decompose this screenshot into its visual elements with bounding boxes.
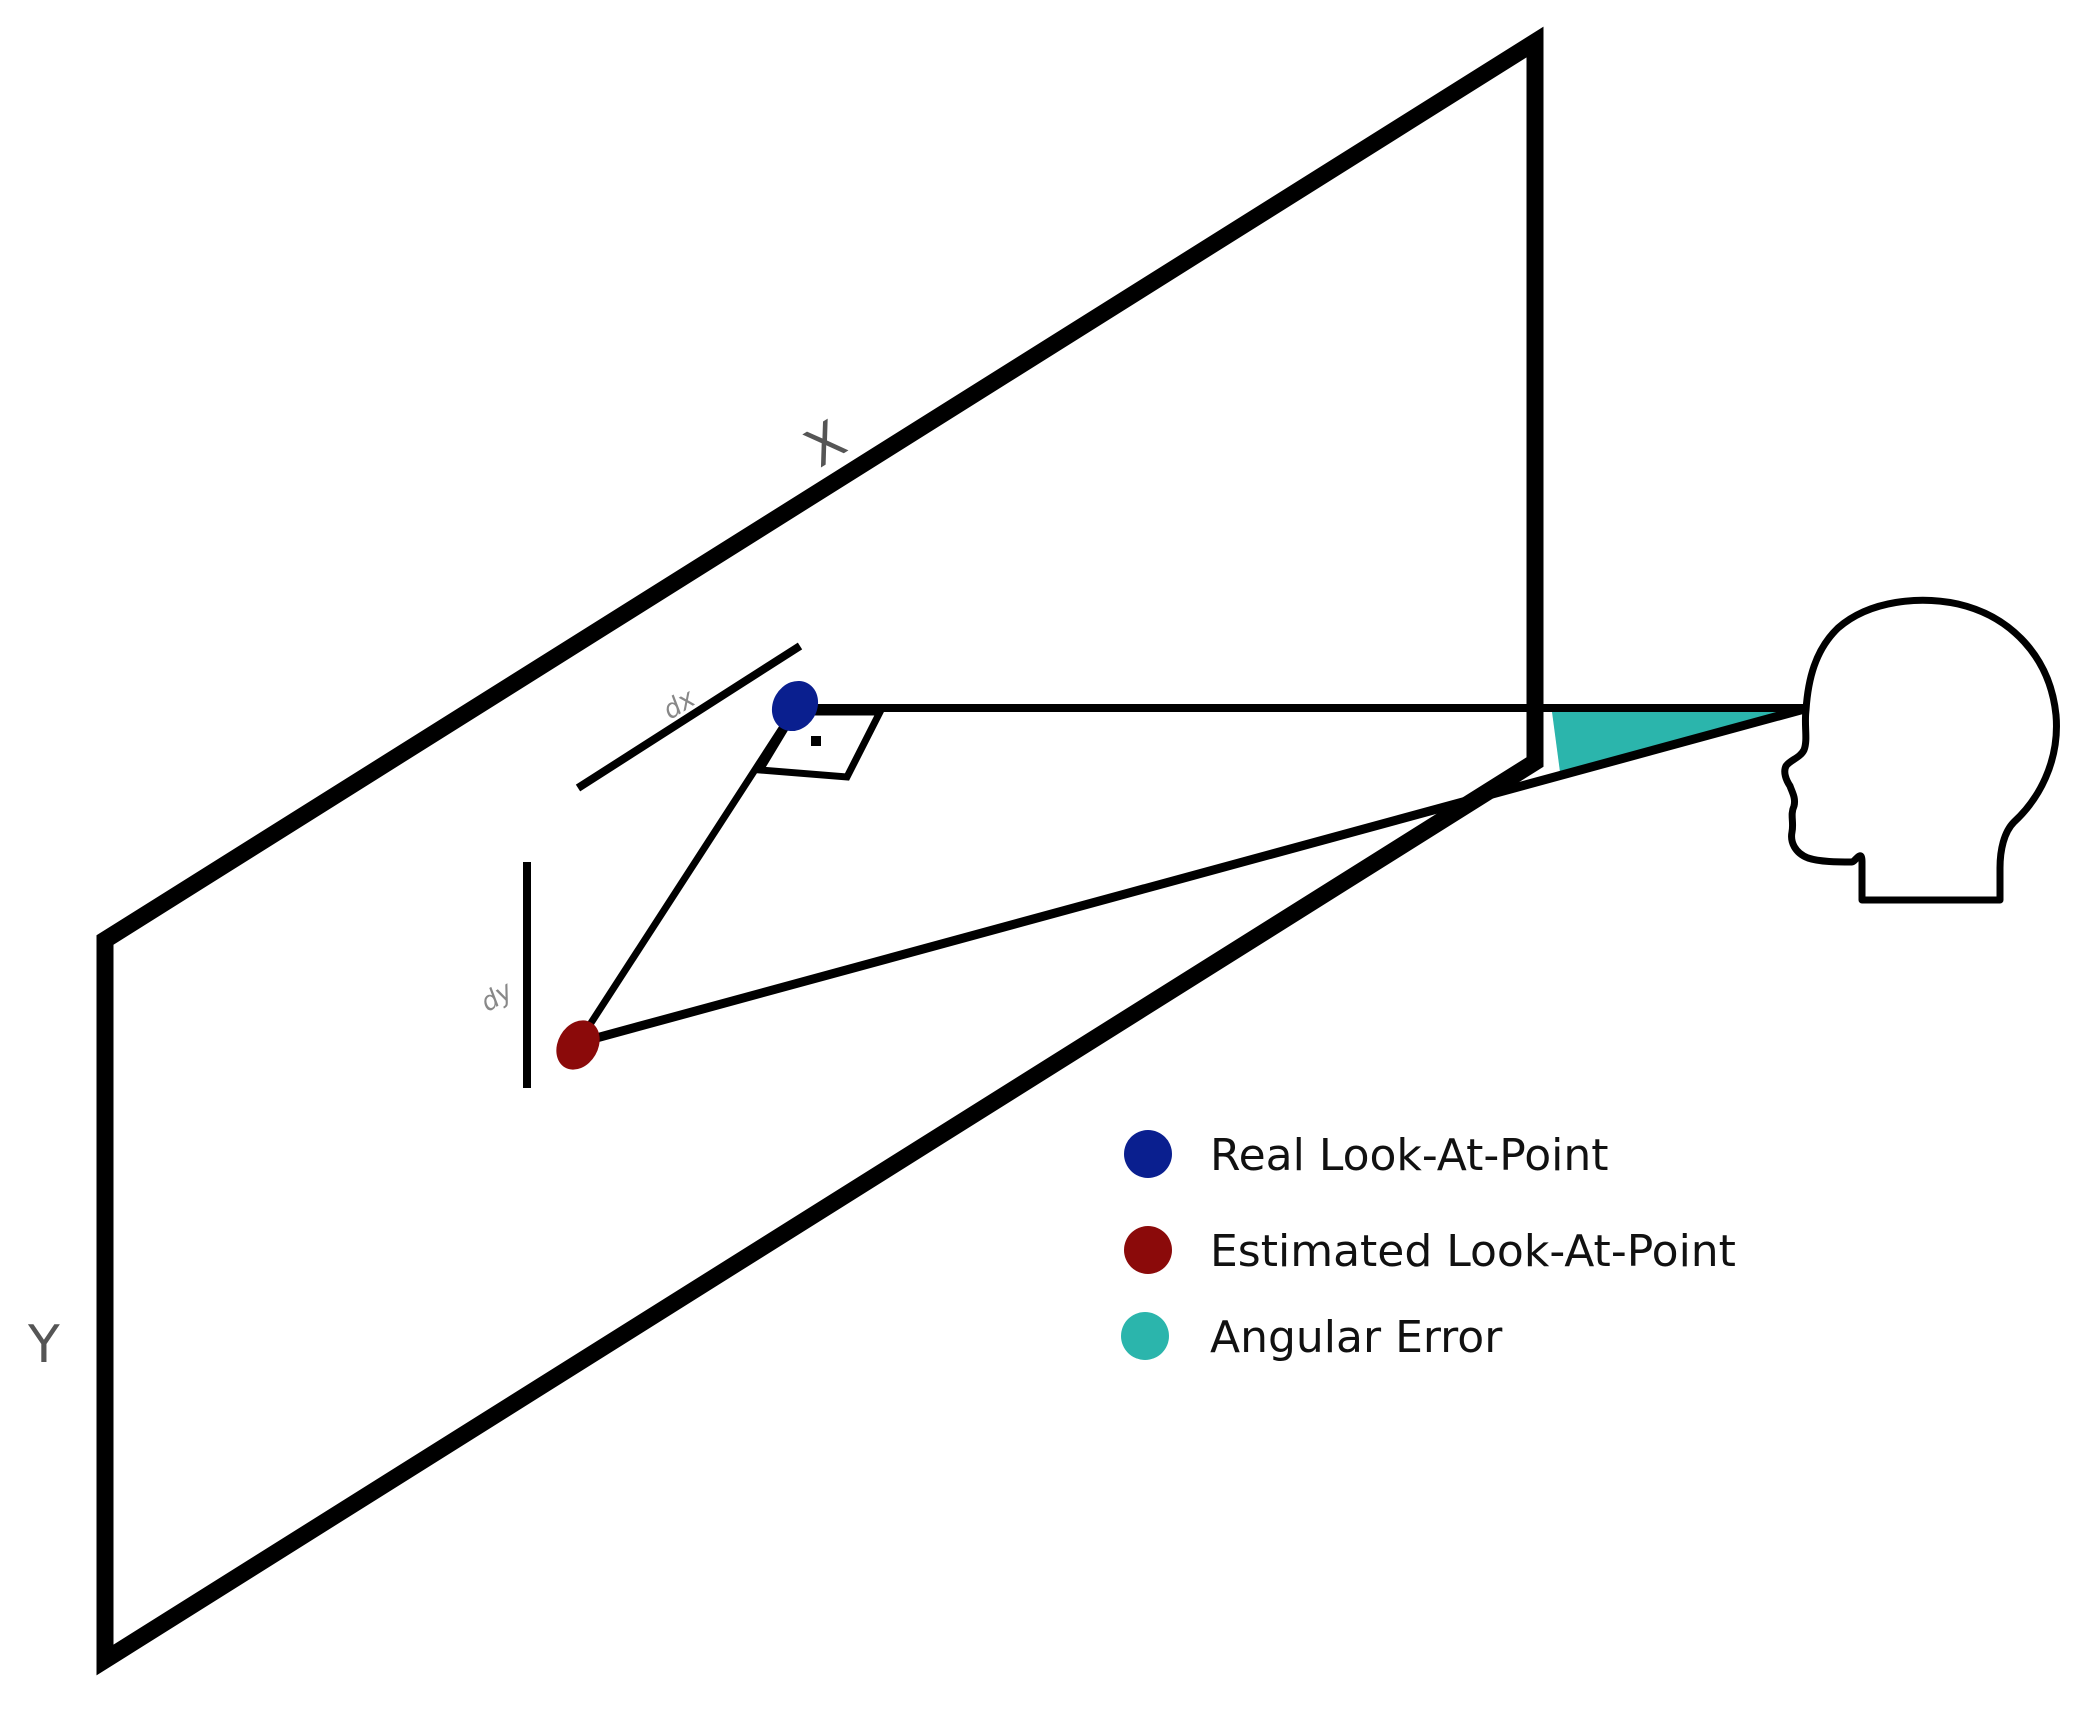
teal-dot-icon <box>1121 1312 1169 1360</box>
legend-label-angular-error: Angular Error <box>1210 1312 1503 1363</box>
legend-item-angular-error: Angular Error <box>1121 1312 1503 1363</box>
head-profile-icon <box>1781 596 2060 904</box>
dx-dimension-line <box>575 642 803 792</box>
dy-label: dy <box>475 976 518 1019</box>
dx-label: dx <box>658 683 701 726</box>
legend-item-estimated: Estimated Look-At-Point <box>1124 1226 1736 1277</box>
legend-label-real: Real Look-At-Point <box>1210 1130 1609 1181</box>
legend-label-estimated: Estimated Look-At-Point <box>1210 1226 1736 1277</box>
y-axis-label: Y <box>27 1315 60 1375</box>
right-angle-dot <box>811 736 821 746</box>
real-look-at-point <box>771 680 819 732</box>
estimated-gaze-line <box>576 703 1810 1048</box>
legend-item-real: Real Look-At-Point <box>1124 1130 1609 1181</box>
screen-plane <box>96 26 1544 1676</box>
legend: Real Look-At-Point Estimated Look-At-Poi… <box>1121 1130 1736 1363</box>
red-dot-icon <box>1124 1226 1172 1274</box>
estimated-look-at-point <box>556 1020 600 1070</box>
error-offset-line <box>575 706 798 1045</box>
blue-dot-icon <box>1124 1130 1172 1178</box>
